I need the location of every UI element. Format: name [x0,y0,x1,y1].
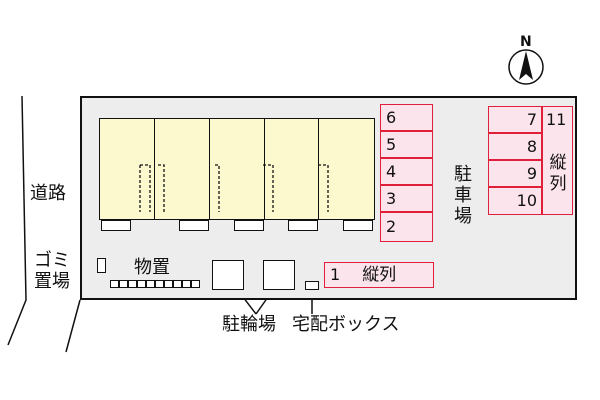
compass: N [506,34,546,86]
parking-spot: 10 [488,187,542,215]
parking-spot: 3 [380,185,433,212]
compass-north-label: N [520,34,532,50]
parking-spot-1: 1 縦列 [324,262,434,288]
bicycle-parking-label: 駐輪場 [222,314,276,335]
bicycle-shed [263,260,295,290]
delivery-box-label: 宅配ボックス [292,314,400,335]
building-unit [99,118,155,220]
garbage-label-line1: ゴミ [34,250,70,271]
ac-unit [101,220,131,231]
bicycle-shed [212,260,244,290]
parking-spot: 6 [380,104,433,131]
ac-unit [234,220,264,231]
parking-spot: 7 [488,106,542,133]
building-unit [209,118,265,220]
ac-unit [343,220,373,231]
storage-row [110,280,202,288]
parking-spot-11: 11 縦 列 [542,106,573,215]
parking-label: 駐 車 場 [454,164,472,227]
parking-spot: 8 [488,133,542,160]
parking-spot: 9 [488,160,542,187]
storage-label: 物置 [134,257,170,278]
north-arrow-icon [508,49,544,85]
tandem-label: 縦 列 [549,153,567,194]
ac-unit [179,220,209,231]
garbage-label-line2: 置場 [34,271,70,292]
road-label: 道路 [30,183,66,204]
ac-unit [288,220,318,231]
delivery-box [305,281,319,290]
parking-spot: 5 [380,131,433,158]
parking-spot: 4 [380,158,433,185]
garbage-box [97,258,106,273]
parking-spot: 2 [380,212,433,242]
